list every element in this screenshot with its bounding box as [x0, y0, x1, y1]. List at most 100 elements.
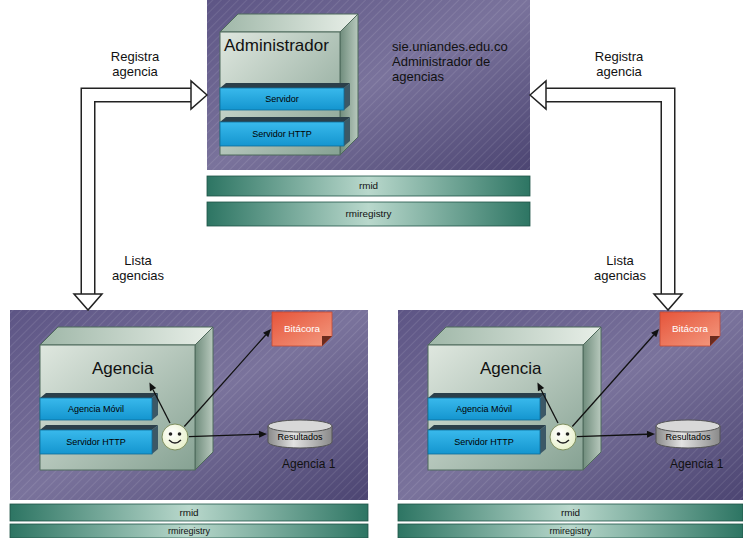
hollow-double-arrow	[74, 81, 207, 310]
host-panel-shape	[207, 0, 530, 170]
node-text: Servidor HTTP	[40, 430, 152, 454]
panel-ground	[207, 0, 530, 170]
pointer-line	[572, 329, 659, 427]
node-text: Agencia Móvil	[428, 398, 540, 420]
arrow-head	[263, 329, 271, 337]
arrow-head	[537, 383, 544, 392]
component-box-shape	[40, 327, 213, 470]
arrow-shaft	[572, 335, 653, 427]
log-note: Bitácora	[660, 312, 720, 346]
pointer-line	[577, 431, 655, 438]
node-text: Resultados	[656, 432, 720, 442]
bar-top	[220, 83, 350, 88]
arrow-fill	[88, 95, 192, 295]
bar-top	[40, 425, 158, 430]
arrow-label: Lista agencias	[582, 254, 658, 284]
leader-arrow	[149, 383, 170, 423]
smiley-mouth	[557, 440, 569, 443]
note-sheet	[272, 312, 332, 346]
host-panel: Agencia 1 AgenciaAgencia MóvilServidor HT…	[10, 310, 368, 500]
hollow-arrow-head	[74, 294, 102, 310]
arrow-fill	[545, 95, 668, 295]
arrow-outline	[88, 95, 192, 295]
layer-band-shape	[207, 202, 530, 226]
edge-label: Registra agencia	[96, 50, 174, 80]
band-ground	[10, 504, 368, 521]
cylinder-top	[656, 420, 720, 432]
log-note: Bitácora	[272, 312, 332, 346]
edge-label: Registra agencia	[580, 50, 658, 80]
box-top	[40, 327, 213, 345]
bar-front	[40, 430, 152, 454]
smiley-eye	[566, 432, 570, 436]
arrow-shaft	[541, 390, 558, 423]
arrow-shaft	[184, 335, 265, 427]
service-bar-shape	[40, 425, 158, 454]
layer-band: rmid	[398, 504, 743, 521]
arrow-head	[651, 329, 659, 337]
service-bar: Servidor	[220, 88, 344, 110]
layer-band: rmiregistry	[207, 202, 530, 226]
smiley-eye	[178, 432, 182, 436]
note-fold	[322, 336, 332, 346]
panel-texture	[207, 0, 530, 170]
host-panel: Agencia 1AgenciaAgencia MóvilServidor HT…	[398, 310, 743, 500]
bar-front	[220, 88, 344, 110]
arrow-label: Lista agencias	[98, 254, 178, 284]
database-cylinder: Resultados	[268, 420, 332, 448]
pointer-arrow	[577, 431, 655, 438]
pointer-arrow	[572, 329, 659, 427]
component-box-shape	[428, 327, 601, 470]
database-cylinder: Resultados	[656, 420, 720, 448]
bar-top	[428, 393, 546, 398]
service-bar: Servidor HTTP	[40, 430, 152, 454]
node-text: rmid	[10, 504, 368, 521]
cylinder-top	[268, 420, 332, 432]
hollow-arrow-head	[530, 81, 546, 109]
node-text: rmiregistry	[398, 524, 743, 538]
user-smiley	[550, 424, 576, 450]
note-sheet	[660, 312, 720, 346]
box-top	[428, 327, 601, 345]
arrow-head	[647, 431, 655, 438]
service-bar-shape	[220, 83, 350, 110]
node-text: Administrador	[224, 36, 329, 56]
bar-front	[220, 122, 344, 146]
node-text: Agencia	[92, 359, 153, 379]
panel-texture	[10, 310, 368, 500]
layer-band: rmid	[207, 176, 530, 196]
box-top	[220, 14, 358, 32]
node-text: rmid	[398, 504, 743, 521]
hollow-arrow-head	[654, 294, 682, 310]
bar-top	[220, 117, 350, 122]
host-panel: sie.uniandes.edu.co Administrador de age…	[207, 0, 530, 170]
band-ground	[10, 524, 368, 538]
hollow-arrow-head	[191, 81, 207, 109]
node-text: Agencia 1	[282, 458, 352, 472]
box-front	[40, 345, 195, 470]
node-text: Resultados	[268, 432, 332, 442]
node-text: Servidor HTTP	[220, 122, 344, 146]
service-bar: Agencia Móvil	[40, 398, 152, 420]
service-bar-shape	[428, 425, 546, 454]
pointer-line	[189, 431, 267, 438]
log-note-shape	[660, 312, 720, 346]
smiley-eye	[169, 432, 173, 436]
band-ground	[398, 524, 743, 538]
node-text: Agencia 1	[670, 458, 740, 472]
pointer-line	[184, 329, 271, 427]
log-note-shape	[272, 312, 332, 346]
bar-front	[40, 398, 152, 420]
arrow-shaft	[153, 390, 170, 423]
smiley-face	[162, 424, 188, 450]
pointer-arrow	[189, 431, 267, 438]
layer-band: rmiregistry	[10, 524, 368, 538]
bar-side	[344, 83, 350, 110]
panel-texture	[398, 310, 743, 500]
box-side	[583, 327, 601, 470]
bar-side	[152, 425, 158, 454]
node-text: rmiregistry	[10, 524, 368, 538]
box-side	[195, 327, 213, 470]
layer-band-shape	[10, 524, 368, 538]
layer-band: rmiregistry	[398, 524, 743, 538]
